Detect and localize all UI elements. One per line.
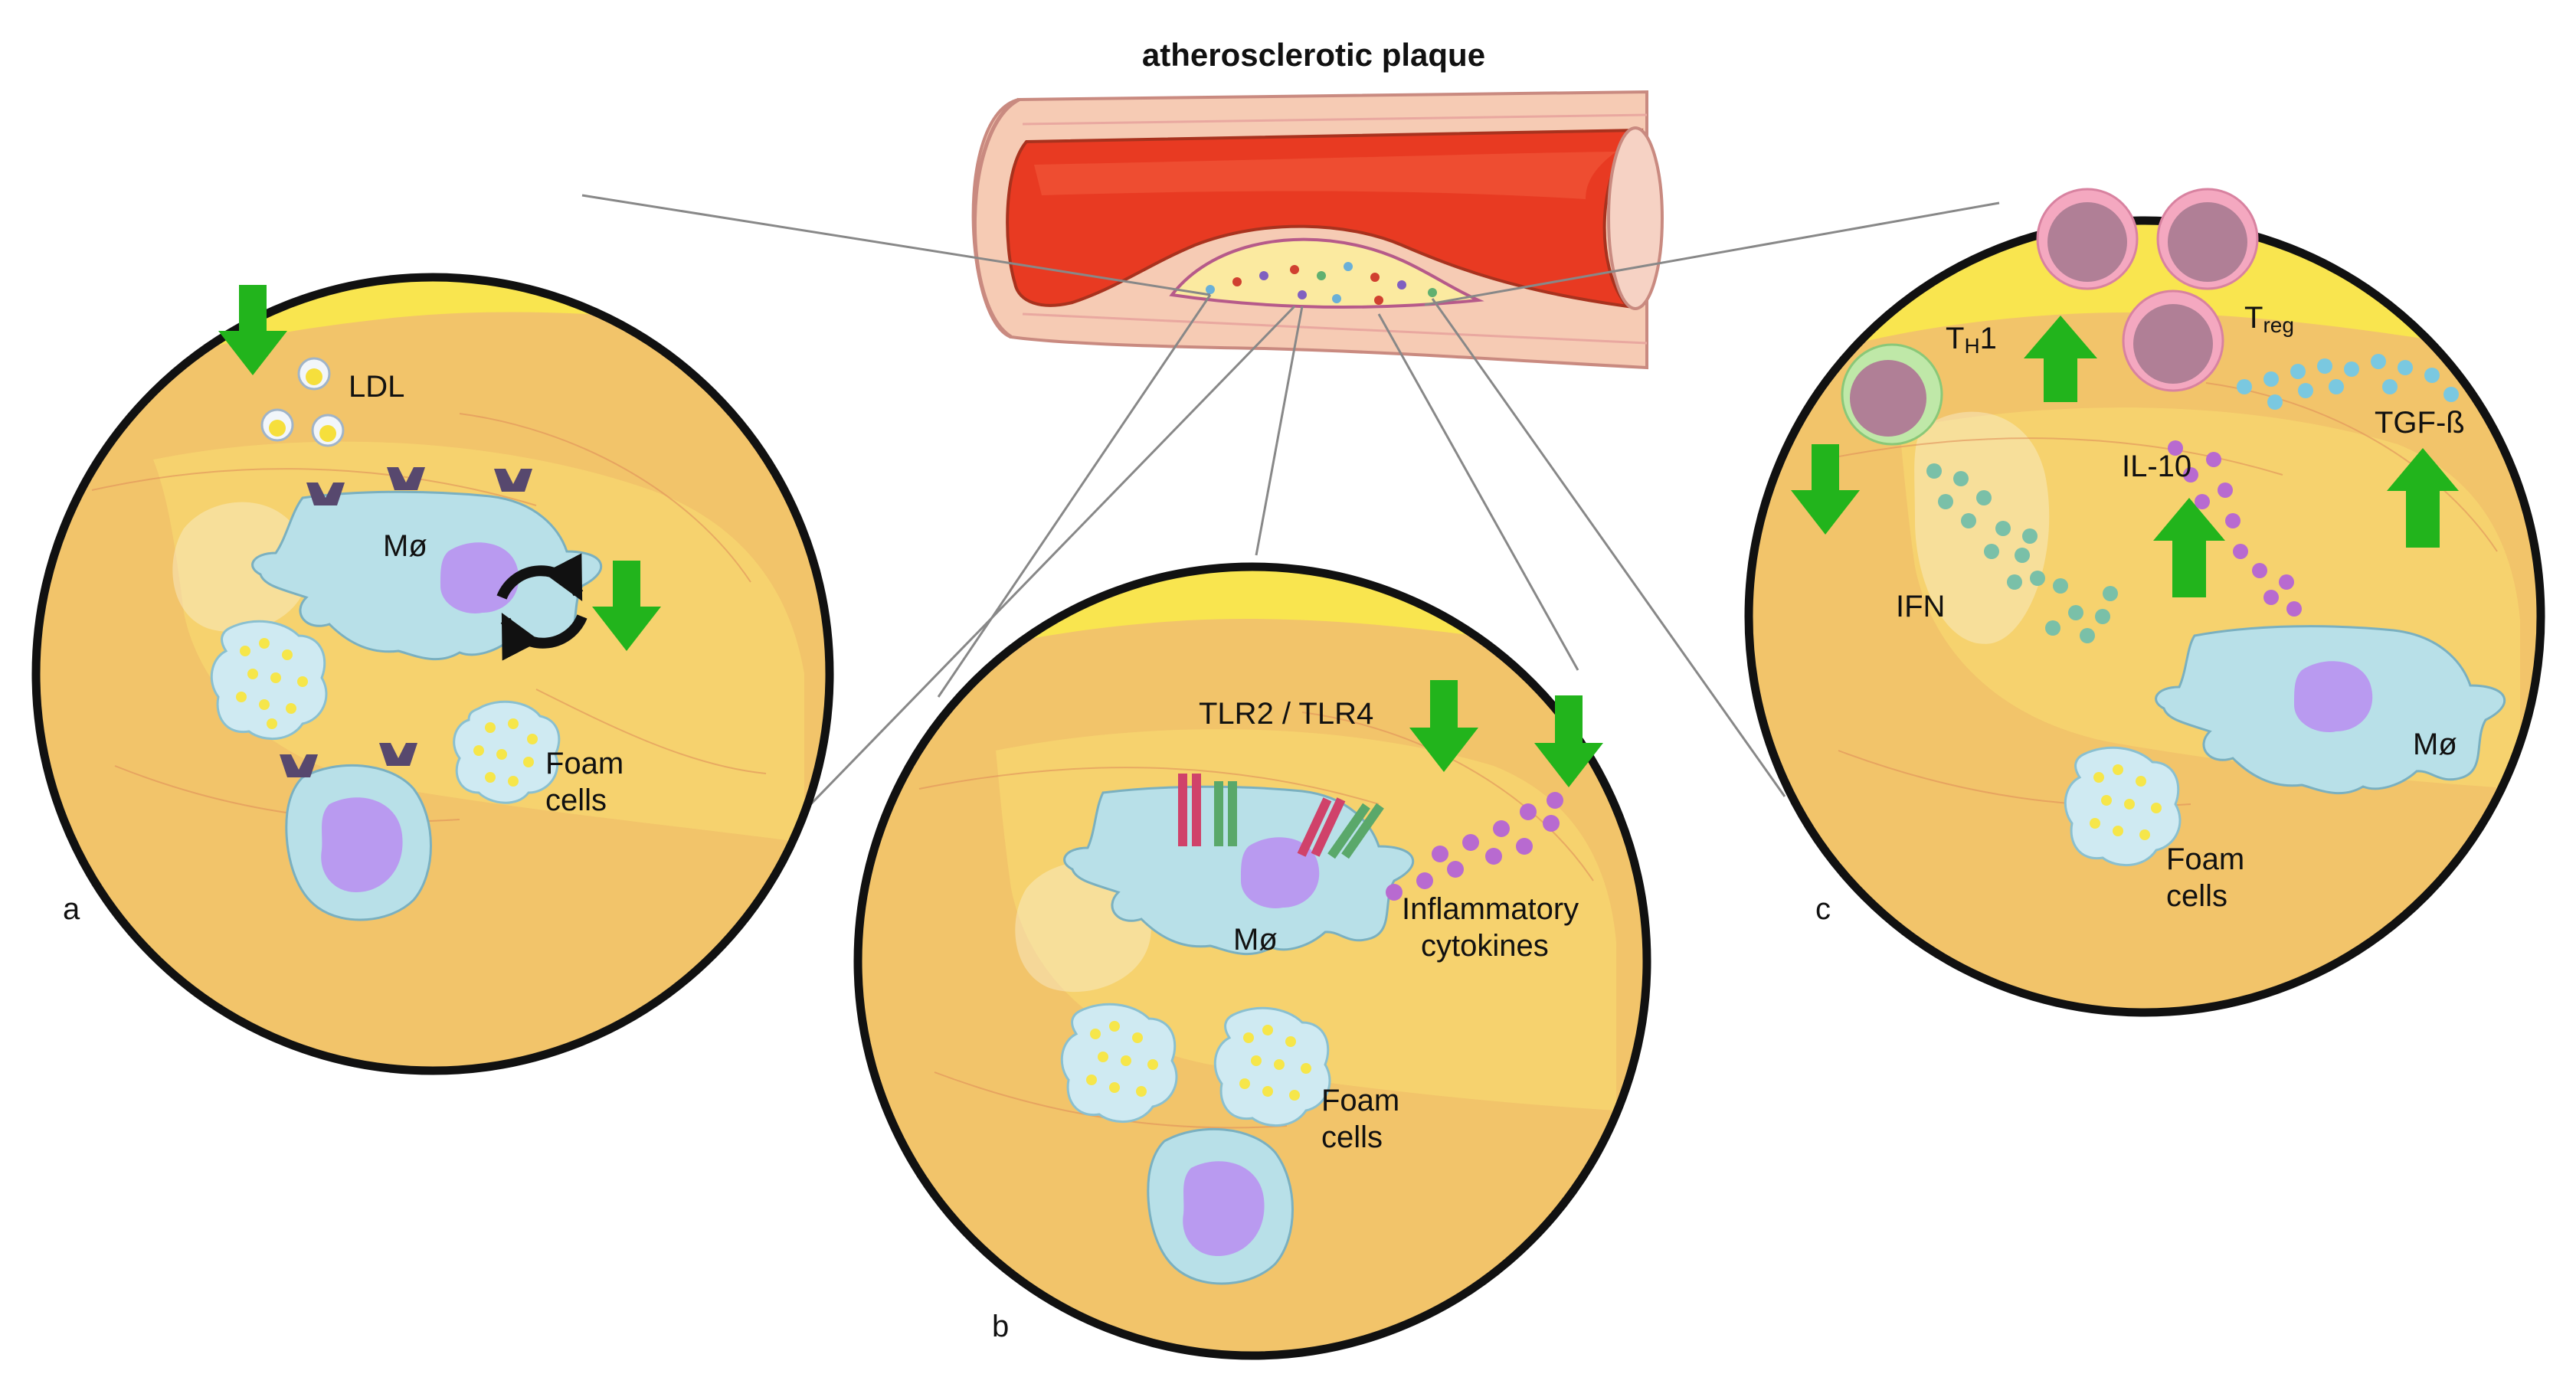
inflammatory-cytokines-dots xyxy=(1386,792,1563,901)
nucleus xyxy=(2294,661,2373,732)
th1-cell xyxy=(1841,343,1943,446)
treg-cell xyxy=(2156,188,2259,290)
artery-opening xyxy=(1607,126,1664,310)
foam-cell xyxy=(1060,1003,1178,1124)
tgf-beta-label: TGF-ß xyxy=(2375,406,2465,440)
foam-cell xyxy=(453,700,561,804)
il10-label: IL-10 xyxy=(2122,450,2191,483)
macrophage-label: Mø xyxy=(1233,923,1278,957)
ldl-label: LDL xyxy=(349,370,404,404)
treg-cell xyxy=(2036,188,2139,290)
recycle-arrows-icon xyxy=(496,553,588,661)
foam-cell xyxy=(1213,1006,1331,1127)
down-arrow-icon xyxy=(218,285,287,375)
tlr-receptors xyxy=(1178,774,1384,859)
foam-cell xyxy=(2064,746,2182,867)
up-arrow-icon xyxy=(2153,498,2225,597)
diagram-title: atherosclerotic plaque xyxy=(1142,37,1485,73)
monocyte-cell xyxy=(280,743,432,921)
tgf-beta-dots xyxy=(2237,354,2459,410)
panel-c-circle xyxy=(1744,216,2545,1017)
macrophage-label: Mø xyxy=(383,529,427,563)
plaque-particles xyxy=(1206,262,1437,305)
zoom-connector-lines xyxy=(581,194,2000,844)
artery-illustration xyxy=(971,90,1664,370)
up-arrow-icon xyxy=(2024,316,2097,402)
monocyte-cell xyxy=(1147,1127,1294,1285)
treg-cell xyxy=(2122,290,2224,392)
tlr-label: TLR2 / TLR4 xyxy=(1199,697,1373,731)
il10-dots xyxy=(2168,440,2302,617)
panel-c-letter: c xyxy=(1815,892,1831,926)
down-arrow-icon xyxy=(1791,444,1860,535)
panel-b-letter: b xyxy=(992,1310,1009,1343)
ifn-dots xyxy=(1926,463,2118,643)
treg-label: Treg xyxy=(2244,301,2294,337)
nucleus xyxy=(1241,837,1320,908)
up-arrow-icon xyxy=(2387,448,2459,548)
macrophage-label: Mø xyxy=(2413,728,2457,761)
down-arrow-icon xyxy=(592,561,661,651)
panel-c: TH1 Treg TGF-ß xyxy=(1744,188,2545,1017)
panel-a-circle xyxy=(31,273,834,1075)
ldl-particles xyxy=(260,357,345,447)
th1-label: TH1 xyxy=(1946,322,1997,358)
panel-a-letter: a xyxy=(63,892,80,926)
foam-cell xyxy=(210,620,328,741)
scavenger-receptors xyxy=(306,467,532,505)
down-arrow-icon xyxy=(1534,695,1603,787)
down-arrow-icon xyxy=(1409,680,1478,772)
ifn-label: IFN xyxy=(1896,590,1945,623)
nucleus xyxy=(440,542,519,613)
panel-b-circle xyxy=(853,562,1651,1360)
